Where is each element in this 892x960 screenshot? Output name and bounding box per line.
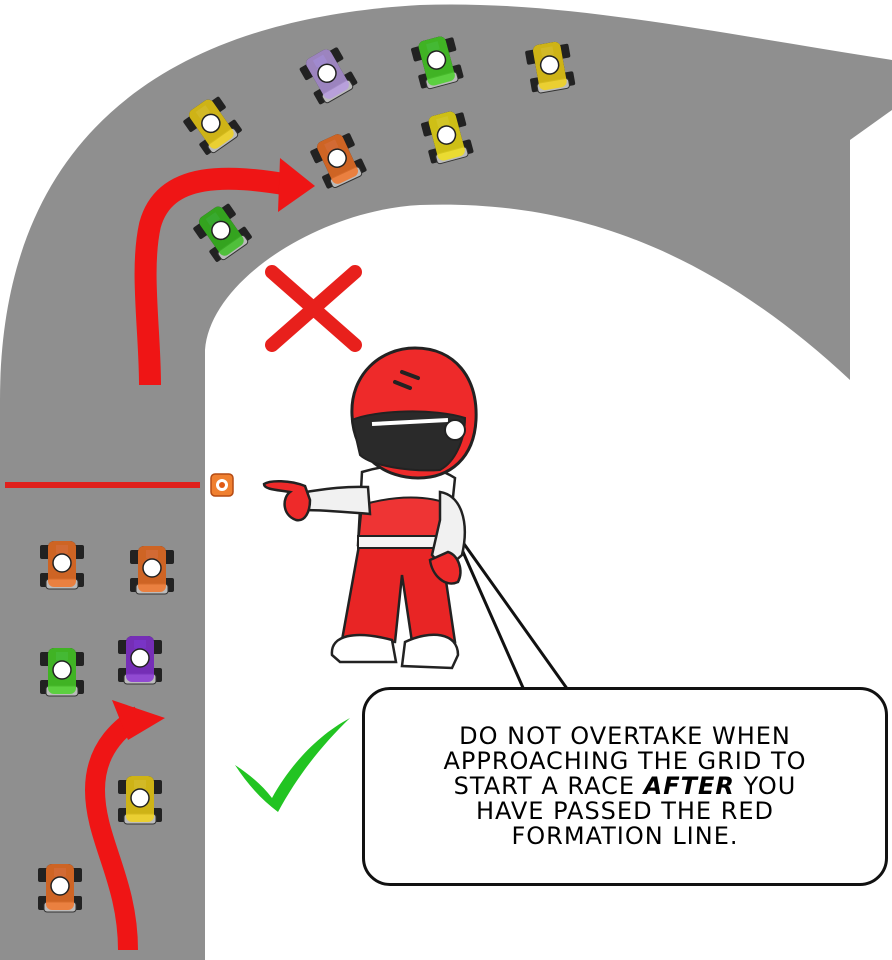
kart [408, 32, 466, 92]
kart [37, 863, 83, 913]
instruction-line-5: FORMATION LINE. [511, 822, 739, 850]
kart [189, 198, 255, 266]
kart [523, 38, 577, 96]
driver-character [262, 346, 478, 670]
kart-group-top [179, 32, 577, 266]
instruction-line-1: DO NOT OVERTAKE WHEN [459, 722, 791, 750]
kart-group-bottom [37, 540, 175, 913]
instruction-line-3-end: YOU [734, 772, 797, 800]
kart [117, 775, 163, 825]
kart [296, 42, 360, 108]
target-icon [210, 473, 234, 497]
kart [39, 540, 85, 590]
kart [117, 635, 163, 685]
kart [39, 647, 85, 697]
instruction-line-3-start: START A RACE [453, 772, 644, 800]
emphasis-after: AFTER [643, 772, 735, 800]
instruction-line-2: APPROACHING THE GRID TO [443, 747, 807, 775]
kart [307, 128, 369, 192]
bubble-tail [450, 525, 570, 692]
overtake-arrow-right [84, 700, 165, 951]
instruction-text: DO NOT OVERTAKE WHEN APPROACHING THE GRI… [429, 724, 820, 849]
kart [179, 91, 245, 159]
overtake-arrow-wrong [134, 158, 315, 386]
kart [129, 545, 175, 595]
kart [418, 107, 476, 167]
check-icon [235, 718, 350, 812]
speech-bubble: DO NOT OVERTAKE WHEN APPROACHING THE GRI… [362, 687, 888, 886]
instruction-line-4: HAVE PASSED THE RED [475, 797, 775, 825]
instruction-line-3: START A RACE AFTER YOU [443, 774, 806, 799]
cross-icon [265, 265, 362, 352]
